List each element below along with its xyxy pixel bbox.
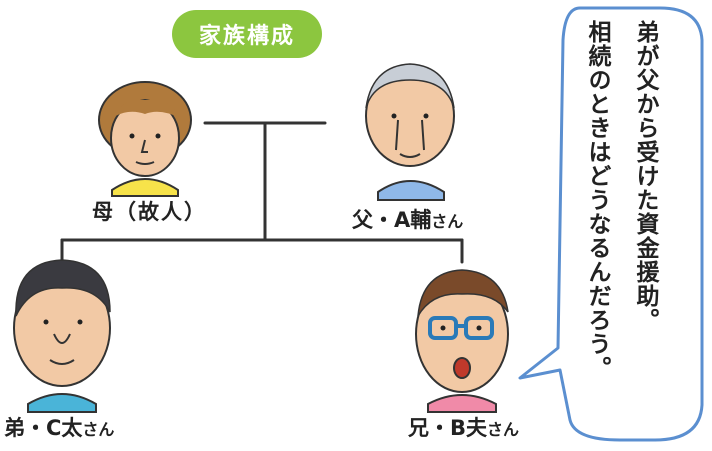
father-honorific: さん [431, 212, 464, 231]
younger-brother-label: 弟・C太さん [4, 412, 114, 442]
younger-brother-name: 弟・C太 [4, 416, 83, 440]
family-composition-title: 家族構成 [172, 10, 322, 58]
father-label: 父・A輔さん [352, 204, 463, 234]
father-name: 父・A輔 [352, 208, 432, 232]
elder-brother-honorific: さん [487, 420, 520, 439]
speech-bubble [518, 6, 704, 442]
younger-brother-figure [13, 259, 111, 413]
elder-brother-figure [415, 269, 509, 413]
mother-name: 母（故人） [92, 200, 207, 224]
father-figure [365, 63, 455, 201]
speech-line-2: 相続のときはどうなるんだろう。 [584, 20, 610, 380]
speech-line-1: 弟が父から受けた資金援助。 [632, 20, 658, 332]
elder-brother-name: 兄・B夫 [408, 416, 488, 440]
younger-brother-honorific: さん [82, 420, 115, 439]
mother-label: 母（故人） [92, 196, 207, 226]
tree-lines [60, 121, 464, 264]
mother-figure [98, 81, 192, 197]
elder-brother-label: 兄・B夫さん [408, 412, 519, 442]
